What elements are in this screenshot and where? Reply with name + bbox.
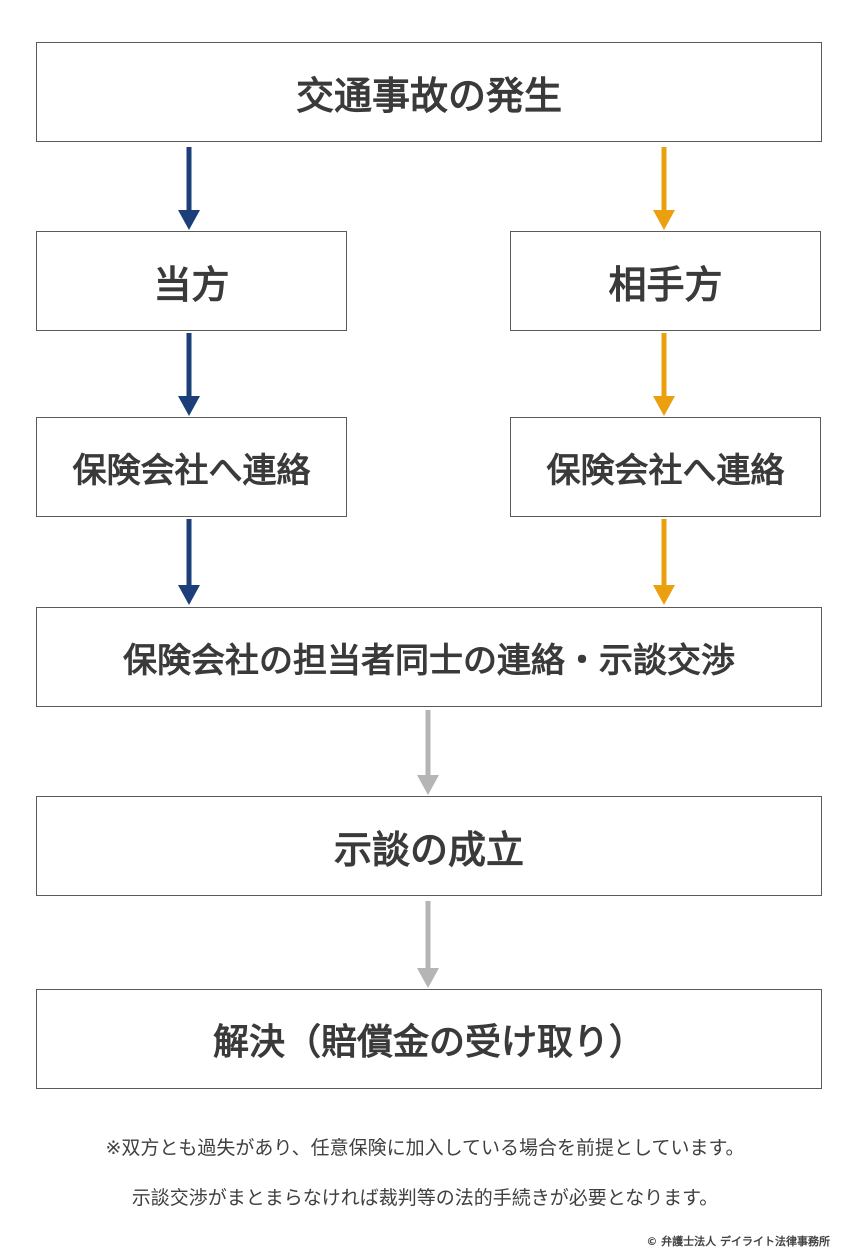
start-box: 交通事故の発生 [36, 42, 822, 142]
resolution-label: 解決（賠償金の受け取り） [212, 1022, 645, 1063]
arrow-right-1 [653, 147, 675, 230]
right-party-label: 相手方 [608, 262, 723, 307]
copyright-credit: © 弁護士法人 デイライト法律事務所 [646, 1235, 830, 1248]
arrow-right-2 [653, 333, 675, 416]
start-label: 交通事故の発生 [295, 73, 562, 118]
resolution-box: 解決（賠償金の受け取り） [36, 989, 822, 1089]
arrow-right-3 [653, 519, 675, 605]
arrow-left-3 [178, 519, 200, 605]
settlement-box: 示談の成立 [36, 796, 822, 896]
settlement-label: 示談の成立 [333, 827, 524, 872]
arrow-center-1 [417, 710, 439, 795]
right-insurer-box: 保険会社へ連絡 [510, 417, 821, 517]
right-insurer-label: 保険会社へ連絡 [546, 450, 785, 491]
note-line-2: 示談交渉がまとまらなければ裁判等の法的手続きが必要となります。 [131, 1187, 719, 1209]
right-party-box: 相手方 [510, 231, 821, 331]
arrow-left-2 [178, 333, 200, 416]
left-insurer-box: 保険会社へ連絡 [36, 417, 347, 517]
left-party-label: 当方 [153, 262, 230, 307]
arrow-center-2 [417, 901, 439, 988]
negotiation-label: 保険会社の担当者同士の連絡・示談交渉 [123, 640, 735, 681]
left-insurer-label: 保険会社へ連絡 [72, 450, 311, 491]
note-line-1: ※双方とも過失があり、任意保険に加入している場合を前提としています。 [105, 1137, 745, 1159]
negotiation-box: 保険会社の担当者同士の連絡・示談交渉 [36, 607, 822, 707]
arrow-left-1 [178, 147, 200, 230]
left-party-box: 当方 [36, 231, 347, 331]
